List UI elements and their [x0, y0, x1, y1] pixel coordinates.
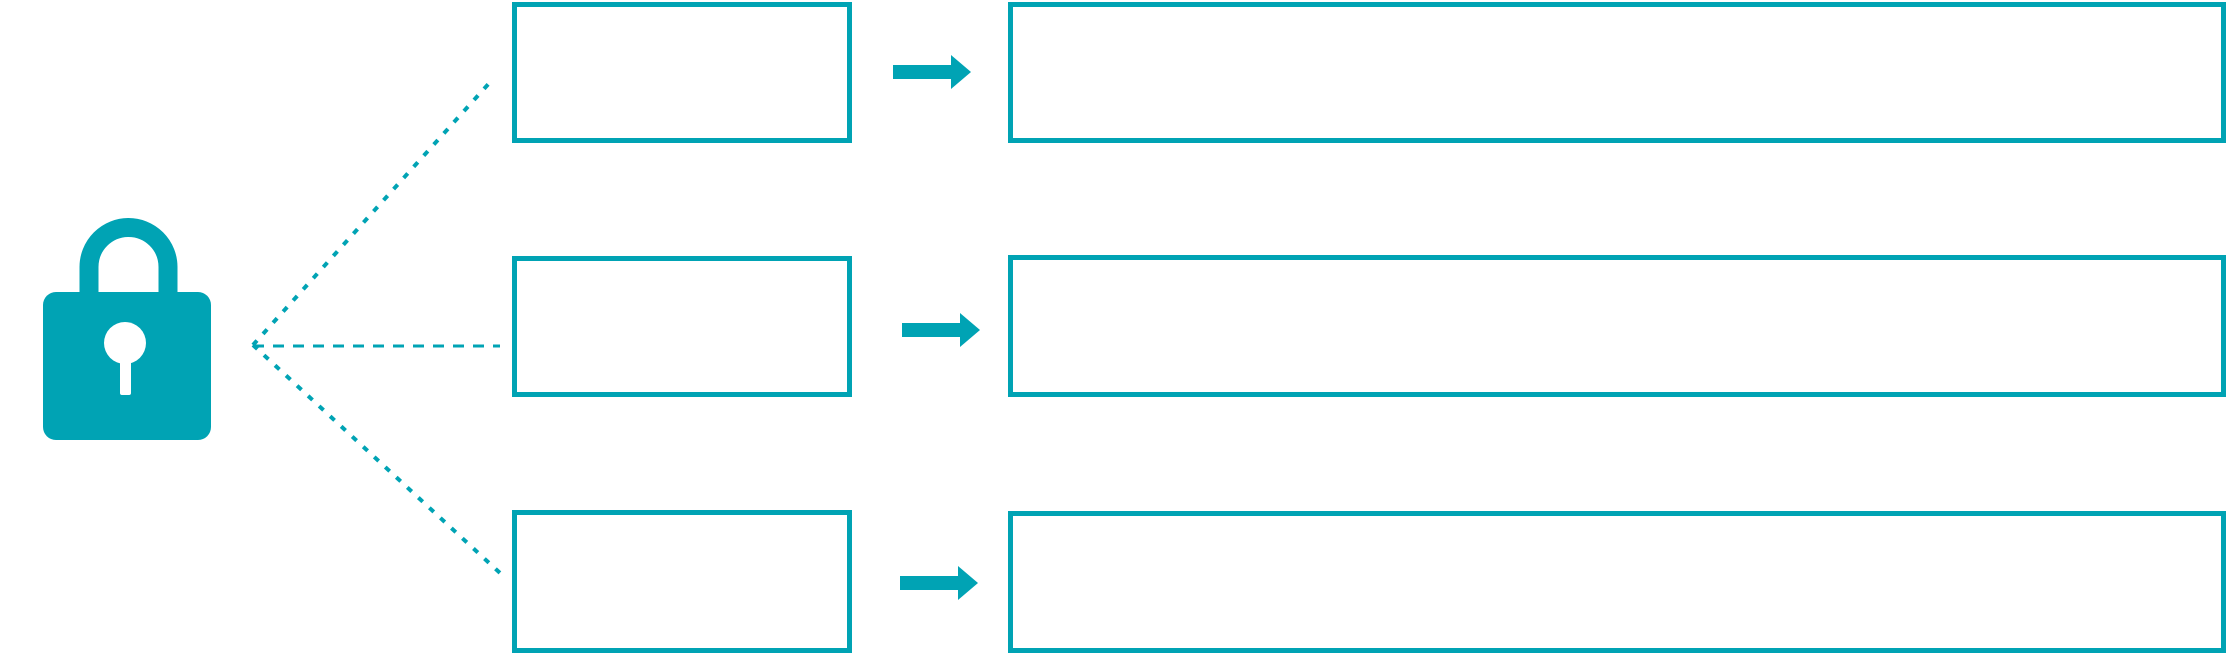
branch-box-1 [512, 2, 852, 143]
lock-shackle [79, 218, 178, 304]
result-box-1 [1008, 2, 2226, 143]
connector-line-bottom [251, 343, 502, 575]
right-arrow-icon-2 [902, 313, 980, 347]
connector-line-top [251, 78, 494, 347]
branch-box-2 [512, 256, 852, 397]
branch-box-3 [512, 510, 852, 653]
result-box-2 [1008, 255, 2226, 397]
keyhole-stem [120, 358, 131, 395]
right-arrow-icon-1 [893, 55, 971, 89]
result-box-3 [1008, 511, 2226, 653]
keyhole-circle [104, 322, 146, 364]
right-arrow-icon-3 [900, 566, 978, 600]
lock-icon [43, 218, 211, 442]
